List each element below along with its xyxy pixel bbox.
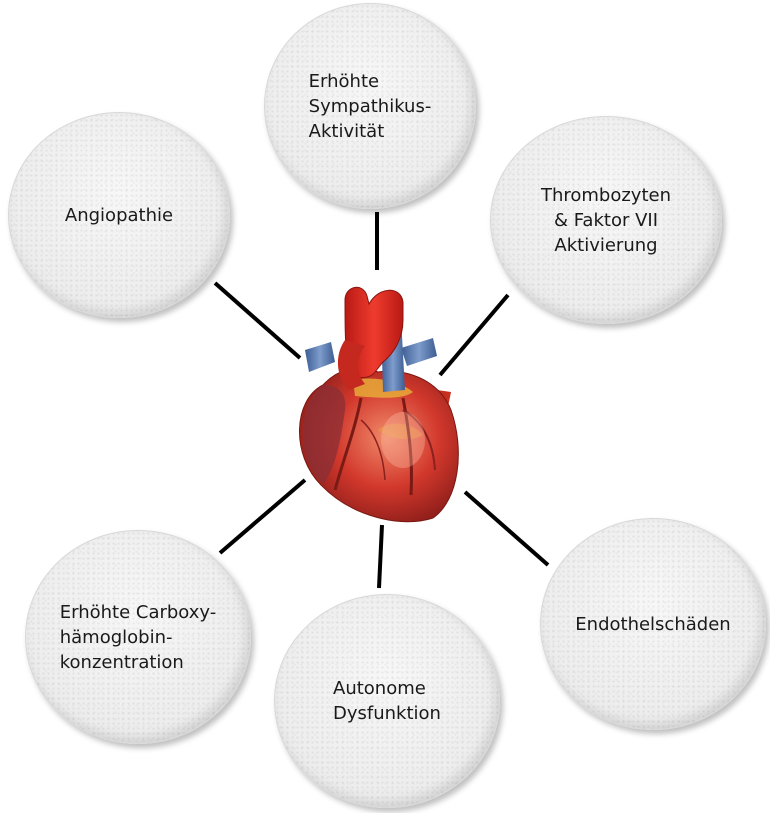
- node-bottom-center-label: Autonome Dysfunktion: [333, 678, 441, 724]
- node-top-left-label: Angiopathie: [64, 204, 174, 226]
- connector-top-left: [213, 281, 302, 360]
- connector-bottom-left: [218, 478, 307, 555]
- node-top-right: Thrombozyten & Faktor VII Aktivierung: [490, 116, 722, 324]
- heart-illustration: [299, 286, 459, 523]
- node-bottom-right: Endothelschäden: [540, 518, 766, 730]
- node-bottom-right-label: Endothelschäden: [575, 613, 731, 635]
- node-bottom-left-label: Erhöhte Carboxy- hämoglobin- konzentrati…: [59, 601, 217, 673]
- node-bottom-left: Erhöhte Carboxy- hämoglobin- konzentrati…: [25, 530, 251, 744]
- node-top-label: Erhöhte Sympathikus- Aktivität: [308, 70, 432, 142]
- node-top-right-label: Thrombozyten & Faktor VII Aktivierung: [540, 184, 672, 256]
- connector-bottom-center: [377, 524, 384, 589]
- node-top-left: Angiopathie: [8, 112, 230, 318]
- connector-bottom-right: [463, 490, 550, 567]
- node-bottom-center: Autonome Dysfunktion: [274, 594, 500, 808]
- connector-top-right: [438, 293, 510, 377]
- node-top: Erhöhte Sympathikus- Aktivität: [264, 3, 476, 209]
